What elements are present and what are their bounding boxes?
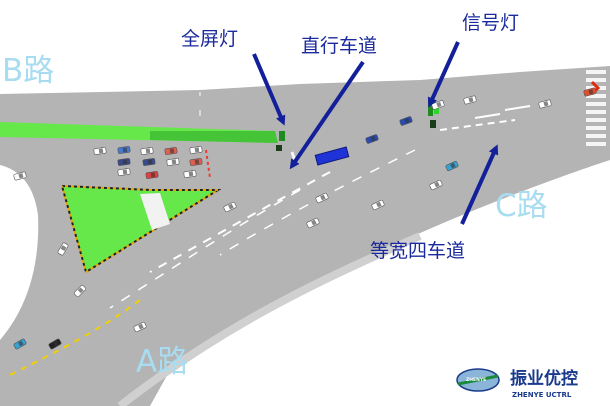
lane-marking-a [109, 189, 301, 309]
vehicle [140, 147, 154, 155]
vehicle [73, 284, 87, 298]
vehicle [371, 199, 385, 211]
full-screen-light-label: 全屏灯 [181, 28, 238, 50]
full-screen-light-group [276, 131, 285, 151]
vehicle [57, 242, 69, 256]
vehicle [13, 338, 27, 350]
vehicle [463, 95, 477, 105]
equal-width-four-lanes-arrow [460, 144, 499, 225]
vehicle [164, 147, 178, 155]
equal-width-four-lanes-label: 等宽四车道 [370, 240, 465, 262]
lane-marking-a2 [219, 149, 416, 256]
logo-mark-text: ZHENYE [466, 377, 486, 383]
full-screen-light-arrow [252, 53, 286, 126]
c-road-label: C路 [495, 188, 548, 224]
vehicles-layer [13, 87, 597, 350]
vehicle [117, 158, 131, 166]
a-road-label: A路 [136, 344, 188, 380]
vehicle [117, 146, 131, 154]
lane-marking-c-upper [474, 105, 531, 119]
vehicle [183, 170, 197, 178]
triangle-island-curb [60, 184, 222, 274]
b-road-median-shade [150, 131, 278, 143]
bus [314, 146, 350, 166]
straight-lane-label: 直行车道 [301, 35, 377, 57]
triangle-island [60, 184, 222, 274]
b-road-label: B路 [2, 53, 54, 89]
vehicle [583, 87, 597, 97]
red-stop-line [205, 149, 211, 179]
vehicle [306, 217, 320, 229]
vehicle [365, 134, 379, 144]
vehicle [117, 168, 131, 176]
vehicle [223, 201, 237, 213]
logo-name-en: ZHENYE UCTRL [512, 391, 572, 399]
vehicle [315, 192, 329, 204]
vehicle [189, 146, 203, 154]
vehicle [166, 158, 180, 166]
vehicle [445, 160, 459, 172]
vehicle [133, 321, 147, 333]
vehicle [48, 338, 62, 350]
zhenye-logo: ZHENYE 振业优控 ZHENYE UCTRL [456, 368, 578, 399]
island-crosswalk [140, 193, 170, 230]
vehicle [93, 147, 107, 155]
a-road-centerline [9, 299, 141, 376]
signal-light-label: 信号灯 [462, 12, 519, 34]
lane-marking-c [439, 119, 516, 131]
straight-lane-arrow [289, 60, 365, 170]
vehicle [142, 158, 156, 166]
vehicle [429, 179, 443, 191]
logo-name-cn: 振业优控 [510, 368, 578, 389]
vehicle [538, 99, 552, 109]
signal-light-arrow [427, 41, 460, 108]
vehicle [145, 171, 159, 179]
vehicle [13, 171, 27, 181]
lane-marking-straight [149, 171, 331, 273]
a-road-shoulder [117, 232, 422, 406]
vehicle [189, 158, 203, 166]
vehicle [399, 116, 413, 126]
